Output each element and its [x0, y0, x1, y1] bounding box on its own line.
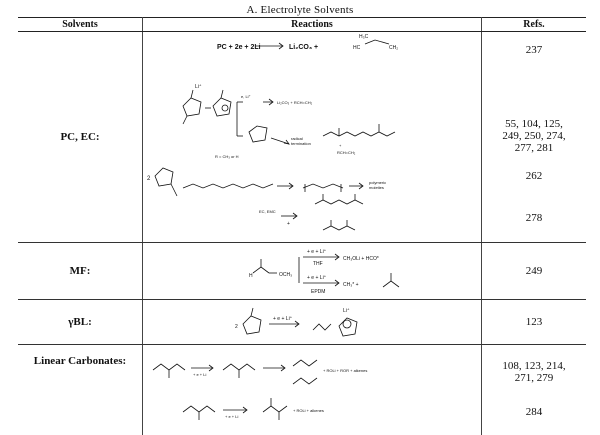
header-reactions: Reactions — [143, 18, 482, 32]
r1-products: Li₂CO₃ + — [289, 44, 318, 51]
ref-value: 249 — [526, 265, 543, 277]
solvent-cell: γBL: — [18, 300, 143, 345]
reaction-cell-pc-ec: PC + 2e + 2Li Li₂CO₃ + H₃C HC CH₂ Li⁺ e,… — [143, 32, 482, 243]
mf-h-label: H — [249, 273, 253, 279]
r2-products: Li₂CO₃ + RCH=CH₂ — [277, 100, 313, 105]
ref-value: 284 — [482, 406, 586, 418]
r3-moieties: moieties — [369, 185, 384, 190]
ref-value: 237 — [482, 44, 586, 56]
linear-conditions-2: + e + Li — [225, 414, 238, 419]
ref-value: 55, 104, 125, — [482, 118, 586, 130]
table-page: A. Electrolyte Solvents Solvents Reactio… — [0, 0, 600, 422]
gbl-coefficient: 2 — [235, 324, 238, 330]
ref-value: 108, 123, 214, — [482, 360, 586, 372]
mf-bottom-conditions: + e + Li⁺ — [307, 275, 327, 281]
ref-value: 271, 279 — [482, 372, 586, 384]
header-refs: Refs. — [482, 18, 587, 32]
ref-value: 277, 281 — [482, 142, 586, 154]
gbl-li-label: Li⁺ — [343, 308, 350, 314]
reaction-cell-linear: + e + Li + ROLi + ROR + alkenes + e + Li… — [143, 345, 482, 435]
r1-reactants: PC + 2e + 2Li — [217, 44, 261, 51]
table-row-linear-carbonates: Linear Carbonates: — [18, 345, 586, 435]
r4-plus: + — [287, 221, 290, 227]
reaction-scheme-linear: + e + Li + ROLi + ROR + alkenes + e + Li… — [143, 350, 481, 430]
r2-r-definition: R = CH₃ or H — [215, 154, 239, 159]
reaction-scheme-pc-ec: PC + 2e + 2Li Li₂CO₃ + H₃C HC CH₂ Li⁺ e,… — [143, 32, 481, 242]
refs-cell-pc-ec: 237 55, 104, 125, 249, 250, 274, 277, 28… — [482, 32, 587, 243]
mf-top-conditions: + e + Li⁺ — [307, 249, 327, 255]
ref-value: 249, 250, 274, — [482, 130, 586, 142]
linear-products-2: + ROLi + alkenes — [293, 408, 324, 413]
solvent-cell: MF: — [18, 243, 143, 300]
linear-products-1: + ROLi + ROR + alkenes — [323, 368, 367, 373]
r2-plus: + — [339, 143, 342, 148]
refs-cell-mf: 249 — [482, 243, 587, 300]
table-caption: A. Electrolyte Solvents — [0, 4, 600, 16]
refs-cell-linear: 108, 123, 214, 271, 279 284 — [482, 345, 587, 435]
ref-value: 262 — [482, 170, 586, 182]
refs-cell-gbl: 123 — [482, 300, 587, 345]
reaction-scheme-gbl: 2 + e + Li⁺ Li⁺ — [143, 300, 481, 344]
r2-li-label: Li⁺ — [195, 84, 202, 90]
r2-termination: termination — [291, 141, 311, 146]
mf-top-solvent: THF — [313, 261, 323, 267]
ref-value: 278 — [482, 212, 586, 224]
r1-hc: HC — [353, 45, 361, 51]
mf-top-products: CH₃OLi + HCO* — [343, 256, 379, 262]
r1-ch2: CH₂ — [389, 45, 398, 51]
r1-h3c: H₃C — [359, 34, 369, 40]
r2-rch: RCH=CH₂ — [337, 150, 356, 155]
linear-conditions-1: + e + Li — [193, 372, 206, 377]
ref-value: 123 — [526, 316, 543, 328]
electrolyte-solvents-table: Solvents Reactions Refs. PC, EC: — [18, 17, 586, 435]
r3-coefficient: 2 — [147, 176, 151, 182]
table-row-pc-ec: PC, EC: — [18, 32, 586, 243]
solvent-cell: Linear Carbonates: — [18, 345, 143, 435]
solvent-cell: PC, EC: — [18, 32, 143, 243]
reaction-scheme-mf: H OCH₃ + e + Li⁺ THF CH₃OLi + HCO* + e +… — [143, 243, 481, 299]
gbl-conditions: + e + Li⁺ — [273, 316, 293, 322]
reaction-cell-gbl: 2 + e + Li⁺ Li⁺ — [143, 300, 482, 345]
r2-conditions: e, Li⁺ — [241, 94, 251, 99]
header-solvents: Solvents — [18, 18, 143, 32]
r4-ec-emc: EC, EMC — [259, 209, 276, 214]
table-header-row: Solvents Reactions Refs. — [18, 18, 586, 32]
mf-och3-label: OCH₃ — [279, 272, 292, 278]
table-row-gbl: γBL: 2 + e + Li⁺ Li⁺ 123 — [18, 300, 586, 345]
mf-bottom-solvent: EPDM — [311, 289, 325, 295]
reaction-cell-mf: H OCH₃ + e + Li⁺ THF CH₃OLi + HCO* + e +… — [143, 243, 482, 300]
mf-bottom-products: CH₃* + — [343, 282, 359, 288]
table-row-mf: MF: H OCH₃ + e + Li⁺ — [18, 243, 586, 300]
